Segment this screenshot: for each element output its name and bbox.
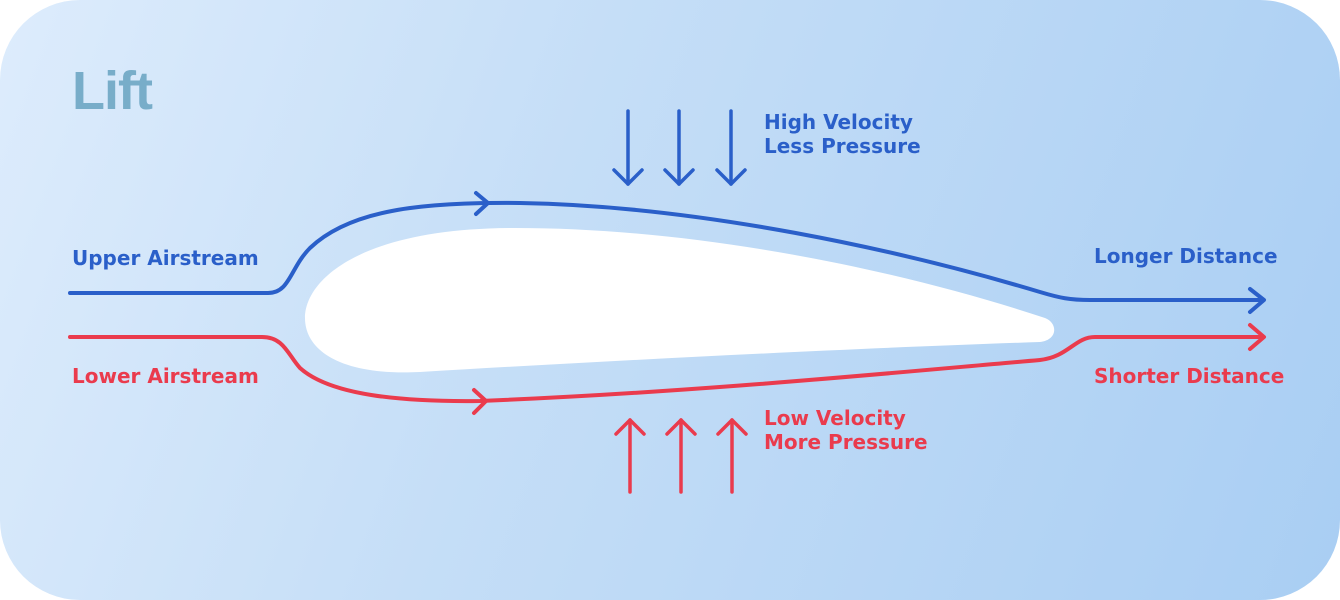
lower-outflow-arrowhead bbox=[1248, 323, 1266, 351]
down-arrow-icon bbox=[612, 109, 644, 186]
upper-airstream-line bbox=[68, 200, 1264, 302]
longer-distance-label: Longer Distance bbox=[1094, 244, 1278, 268]
page-title: Lift bbox=[72, 61, 153, 121]
up-arrow-icon bbox=[716, 418, 748, 494]
down-arrow-icon bbox=[663, 109, 695, 186]
less-pressure-arrows bbox=[612, 109, 747, 186]
lower-airstream-label: Lower Airstream bbox=[72, 364, 259, 388]
more-pressure-label: More Pressure bbox=[764, 430, 928, 454]
lower-airstream-line bbox=[68, 335, 1264, 404]
airfoil-shape bbox=[305, 228, 1055, 373]
upper-airstream-label: Upper Airstream bbox=[72, 246, 259, 270]
up-arrow-icon bbox=[665, 418, 697, 494]
up-arrow-icon bbox=[614, 418, 646, 494]
lower-airstream-arrowhead bbox=[472, 388, 488, 415]
low-velocity-label: Low Velocity bbox=[764, 406, 906, 430]
upper-airstream-arrowhead bbox=[474, 191, 490, 216]
upper-outflow-arrowhead bbox=[1248, 287, 1266, 314]
down-arrow-icon bbox=[715, 109, 747, 186]
high-velocity-label: High Velocity bbox=[764, 110, 913, 134]
less-pressure-label: Less Pressure bbox=[764, 134, 921, 158]
more-pressure-arrows bbox=[614, 418, 748, 494]
shorter-distance-label: Shorter Distance bbox=[1094, 364, 1285, 388]
